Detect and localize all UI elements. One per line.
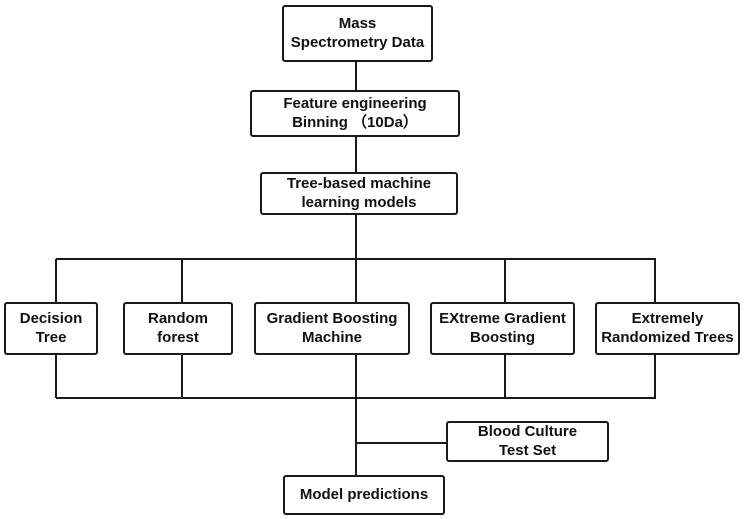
node-label-line: Extremely	[631, 309, 704, 327]
connector-out-decision-tree	[55, 355, 57, 398]
node-label-line: EXtreme Gradient	[439, 309, 566, 327]
node-random-forest: Random forest	[123, 302, 233, 355]
node-gradient-boosting-machine: Gradient Boosting Machine	[254, 302, 410, 355]
node-mass-spectrometry-data: Mass Spectrometry Data	[282, 5, 433, 62]
node-extremely-randomized-trees: Extremely Randomized Trees	[595, 302, 740, 355]
connector-out-xgboost	[504, 355, 506, 398]
node-label-line: Mass	[338, 14, 377, 32]
node-label-line: Boosting	[470, 328, 535, 346]
connector-drop-ert	[654, 259, 656, 303]
connector-out-random-forest	[181, 355, 183, 398]
connector-branch-blood-culture	[356, 442, 446, 444]
node-model-predictions: Model predictions	[283, 475, 445, 515]
node-tree-based-models: Tree-based machine learning models	[260, 172, 458, 215]
node-label-line: Gradient Boosting	[266, 309, 398, 327]
node-label-line: learning models	[301, 193, 417, 211]
connector-out-gbm	[355, 355, 357, 398]
node-label-line: Tree-based machine	[286, 174, 432, 192]
connector-collector-to-predictions	[355, 398, 357, 475]
node-label-line: Feature engineering	[283, 94, 427, 112]
node-label-line: Spectrometry Data	[290, 33, 425, 51]
connector-out-ert	[654, 355, 656, 398]
node-feature-engineering: Feature engineering Binning （10Da）	[250, 90, 460, 137]
node-label-line: Binning （10Da）	[292, 113, 418, 131]
connector-drop-decision-tree	[55, 259, 57, 303]
node-extreme-gradient-boosting: EXtreme Gradient Boosting	[430, 302, 575, 355]
connector-featureeng-to-treemodels	[355, 137, 357, 172]
connector-drop-xgboost	[504, 259, 506, 303]
node-label-line: Randomized Trees	[601, 328, 734, 346]
node-label-line: Machine	[301, 328, 362, 346]
connector-treemodels-to-distributor	[355, 215, 357, 259]
connector-drop-random-forest	[181, 259, 183, 303]
node-decision-tree: Decision Tree	[4, 302, 98, 355]
node-label-line: Test Set	[498, 441, 557, 459]
node-label-line: Model predictions	[299, 485, 429, 503]
node-label-line: Tree	[35, 328, 67, 346]
node-label-line: Random	[148, 309, 208, 327]
connector-drop-gbm	[355, 259, 357, 303]
node-label-line: Blood Culture	[477, 422, 578, 440]
node-blood-culture-test-set: Blood Culture Test Set	[446, 421, 609, 462]
node-label-line: Decision	[19, 309, 83, 327]
node-label-line: forest	[157, 328, 199, 346]
connector-massspec-to-featureeng	[355, 62, 357, 90]
